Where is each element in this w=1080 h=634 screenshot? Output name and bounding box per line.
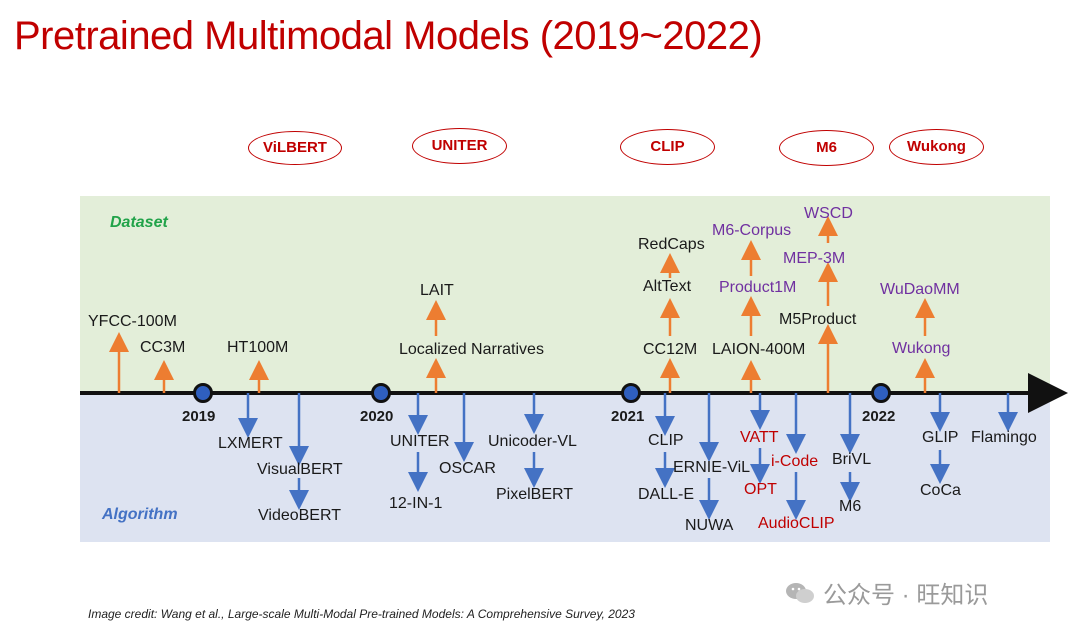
- year-2020: 2020: [360, 408, 394, 425]
- year-2019: 2019: [182, 408, 216, 425]
- algorithm-band-label: Algorithm: [102, 506, 178, 523]
- dataset-laion-400m: LAION-400M: [712, 341, 806, 358]
- page-title: Pretrained Multimodal Models (2019~2022): [14, 14, 763, 58]
- dataset-m6-corpus: M6-Corpus: [712, 222, 792, 239]
- dataset-band-label: Dataset: [110, 214, 168, 231]
- image-credit: Image credit: Wang et al., Large-scale M…: [88, 607, 635, 621]
- algo-coca: CoCa: [920, 482, 961, 499]
- dataset-wudaomm: WuDaoMM: [880, 281, 960, 298]
- dataset-m5product: M5Product: [779, 311, 857, 328]
- dataset-wukong: Wukong: [892, 340, 951, 357]
- year-dot-2019: [193, 383, 213, 403]
- algo-flamingo: Flamingo: [971, 429, 1037, 446]
- algo-nuwa: NUWA: [685, 517, 734, 534]
- milestone-wukong: Wukong: [889, 129, 984, 165]
- algo-clip: CLIP: [648, 432, 684, 449]
- year-dot-2021: [621, 383, 641, 403]
- algo-vatt: VATT: [740, 429, 779, 446]
- dataset-localized-narratives: Localized Narratives: [399, 341, 544, 358]
- dataset-redcaps: RedCaps: [638, 236, 705, 253]
- algo-uniter: UNITER: [390, 433, 450, 450]
- dataset-product1m: Product1M: [719, 279, 797, 296]
- dataset-yfcc-100m: YFCC-100M: [88, 313, 177, 330]
- algo-opt: OPT: [744, 481, 777, 498]
- dataset-ht100m: HT100M: [227, 339, 289, 356]
- algo-lxmert: LXMERT: [218, 435, 283, 452]
- algo-oscar: OSCAR: [439, 460, 496, 477]
- algo-audioclip: AudioCLIP: [758, 515, 835, 532]
- dataset-cc12m: CC12M: [643, 341, 698, 358]
- algo-unicoder-vl: Unicoder-VL: [488, 433, 577, 450]
- year-dot-2020: [371, 383, 391, 403]
- year-2022: 2022: [862, 408, 896, 425]
- dataset-mep-3m: MEP-3M: [783, 250, 846, 267]
- watermark-text: 公众号 · 旺知识: [823, 582, 989, 609]
- algo-videobert: VideoBERT: [258, 507, 342, 524]
- algo-12-in-1: 12-IN-1: [389, 495, 443, 512]
- dataset-alttext: AltText: [643, 278, 692, 295]
- algo-m6: M6: [839, 498, 862, 515]
- algorithm-band: [80, 392, 1050, 542]
- wechat-icon: [786, 582, 814, 603]
- watermark: 公众号 · 旺知识: [785, 575, 988, 610]
- algo-pixelbert: PixelBERT: [496, 486, 574, 503]
- algo-dall-e: DALL-E: [638, 486, 695, 503]
- year-dot-2022: [871, 383, 891, 403]
- dataset-band: [80, 196, 1050, 392]
- dataset-lait: LAIT: [420, 282, 454, 299]
- dataset-wscd: WSCD: [804, 205, 853, 222]
- dataset-cc3m: CC3M: [140, 339, 186, 356]
- milestone-clip: CLIP: [620, 129, 715, 165]
- milestone-m6: M6: [779, 130, 874, 166]
- year-2021: 2021: [611, 408, 645, 425]
- algo-glip: GLIP: [922, 429, 959, 446]
- algo-ernie-vil: ERNIE-ViL: [673, 459, 751, 476]
- algo-brivl: BriVL: [832, 451, 872, 468]
- milestone-vilbert: ViLBERT: [248, 131, 342, 165]
- milestone-uniter: UNITER: [412, 128, 507, 164]
- algo-visualbert: VisualBERT: [257, 461, 343, 478]
- algo-i-code: i-Code: [771, 453, 819, 470]
